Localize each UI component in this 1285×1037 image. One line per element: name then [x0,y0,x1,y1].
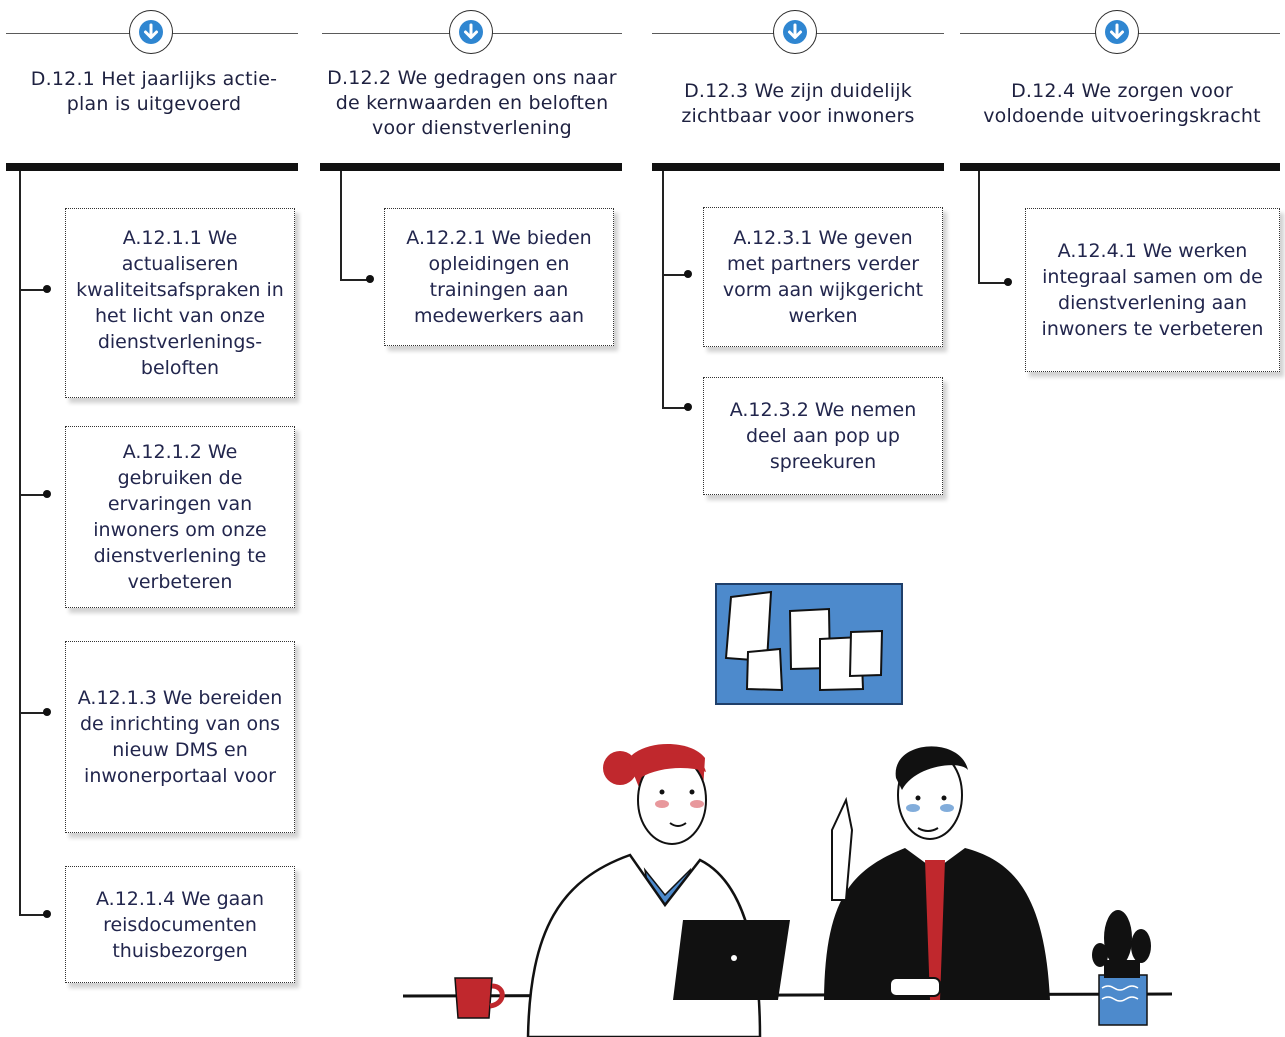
action-box: A.12.1.3 We bereiden de inrichting van o… [65,641,295,833]
column-title: D.12.4 We zorgen voor voldoende uitvoeri… [983,80,1261,127]
action-box: A.12.4.1 We werken integraal samen om de… [1025,208,1280,372]
connector-dot [43,285,51,293]
action-box: A.12.3.2 We nemen deel aan pop up spreek… [703,377,943,495]
connector-line [19,712,45,714]
connector-line [978,282,1006,284]
connector-dot [366,275,374,283]
arrow-down-circle-icon [129,10,173,54]
action-box: A.12.1.2 We gebruiken de ervaringen van … [65,426,295,608]
connector-dot [43,708,51,716]
action-box: A.12.2.1 We bieden opleidingen en traini… [384,208,614,346]
arrow-down-circle-icon [773,10,817,54]
header-bar [6,163,298,171]
connector-line [19,914,45,916]
pinboard-icon [715,583,903,705]
connector-line [662,407,686,409]
arrow-down-circle-icon [449,10,493,54]
arrow-down-circle-icon [1095,10,1139,54]
connector-line [340,171,342,280]
connector-line [19,494,45,496]
connector-dot [684,270,692,278]
connector-line [19,289,45,291]
column-title: D.12.1 Het jaarlijks actie-plan is uitge… [30,68,278,115]
action-box: A.12.1.4 We gaan reisdocumenten thuisbez… [65,866,295,983]
header-bar [320,163,622,171]
connector-line [340,279,368,281]
connector-dot [43,490,51,498]
header-bar [652,163,944,171]
office-illustration [402,583,1173,1037]
connector-line [19,171,21,914]
man-figure [824,746,1050,1000]
connector-dot [1004,278,1012,286]
connector-line [662,274,686,276]
connector-line [662,171,664,408]
column-title: D.12.3 We zijn duidelijk zichtbaar voor … [681,80,915,127]
connector-dot [43,910,51,918]
cactus-plant-icon [1092,910,1151,1026]
header-bar [960,163,1280,171]
action-box: A.12.1.1 We actualiseren kwaliteitsafspr… [65,208,295,398]
connector-line [978,171,980,283]
action-box: A.12.3.1 We geven met partners verder vo… [703,207,943,347]
laptop-icon [673,920,790,1000]
column-title: D.12.2 We gedragen ons naar de kernwaard… [327,67,617,139]
connector-dot [684,403,692,411]
coffee-mug-icon [454,977,505,1019]
